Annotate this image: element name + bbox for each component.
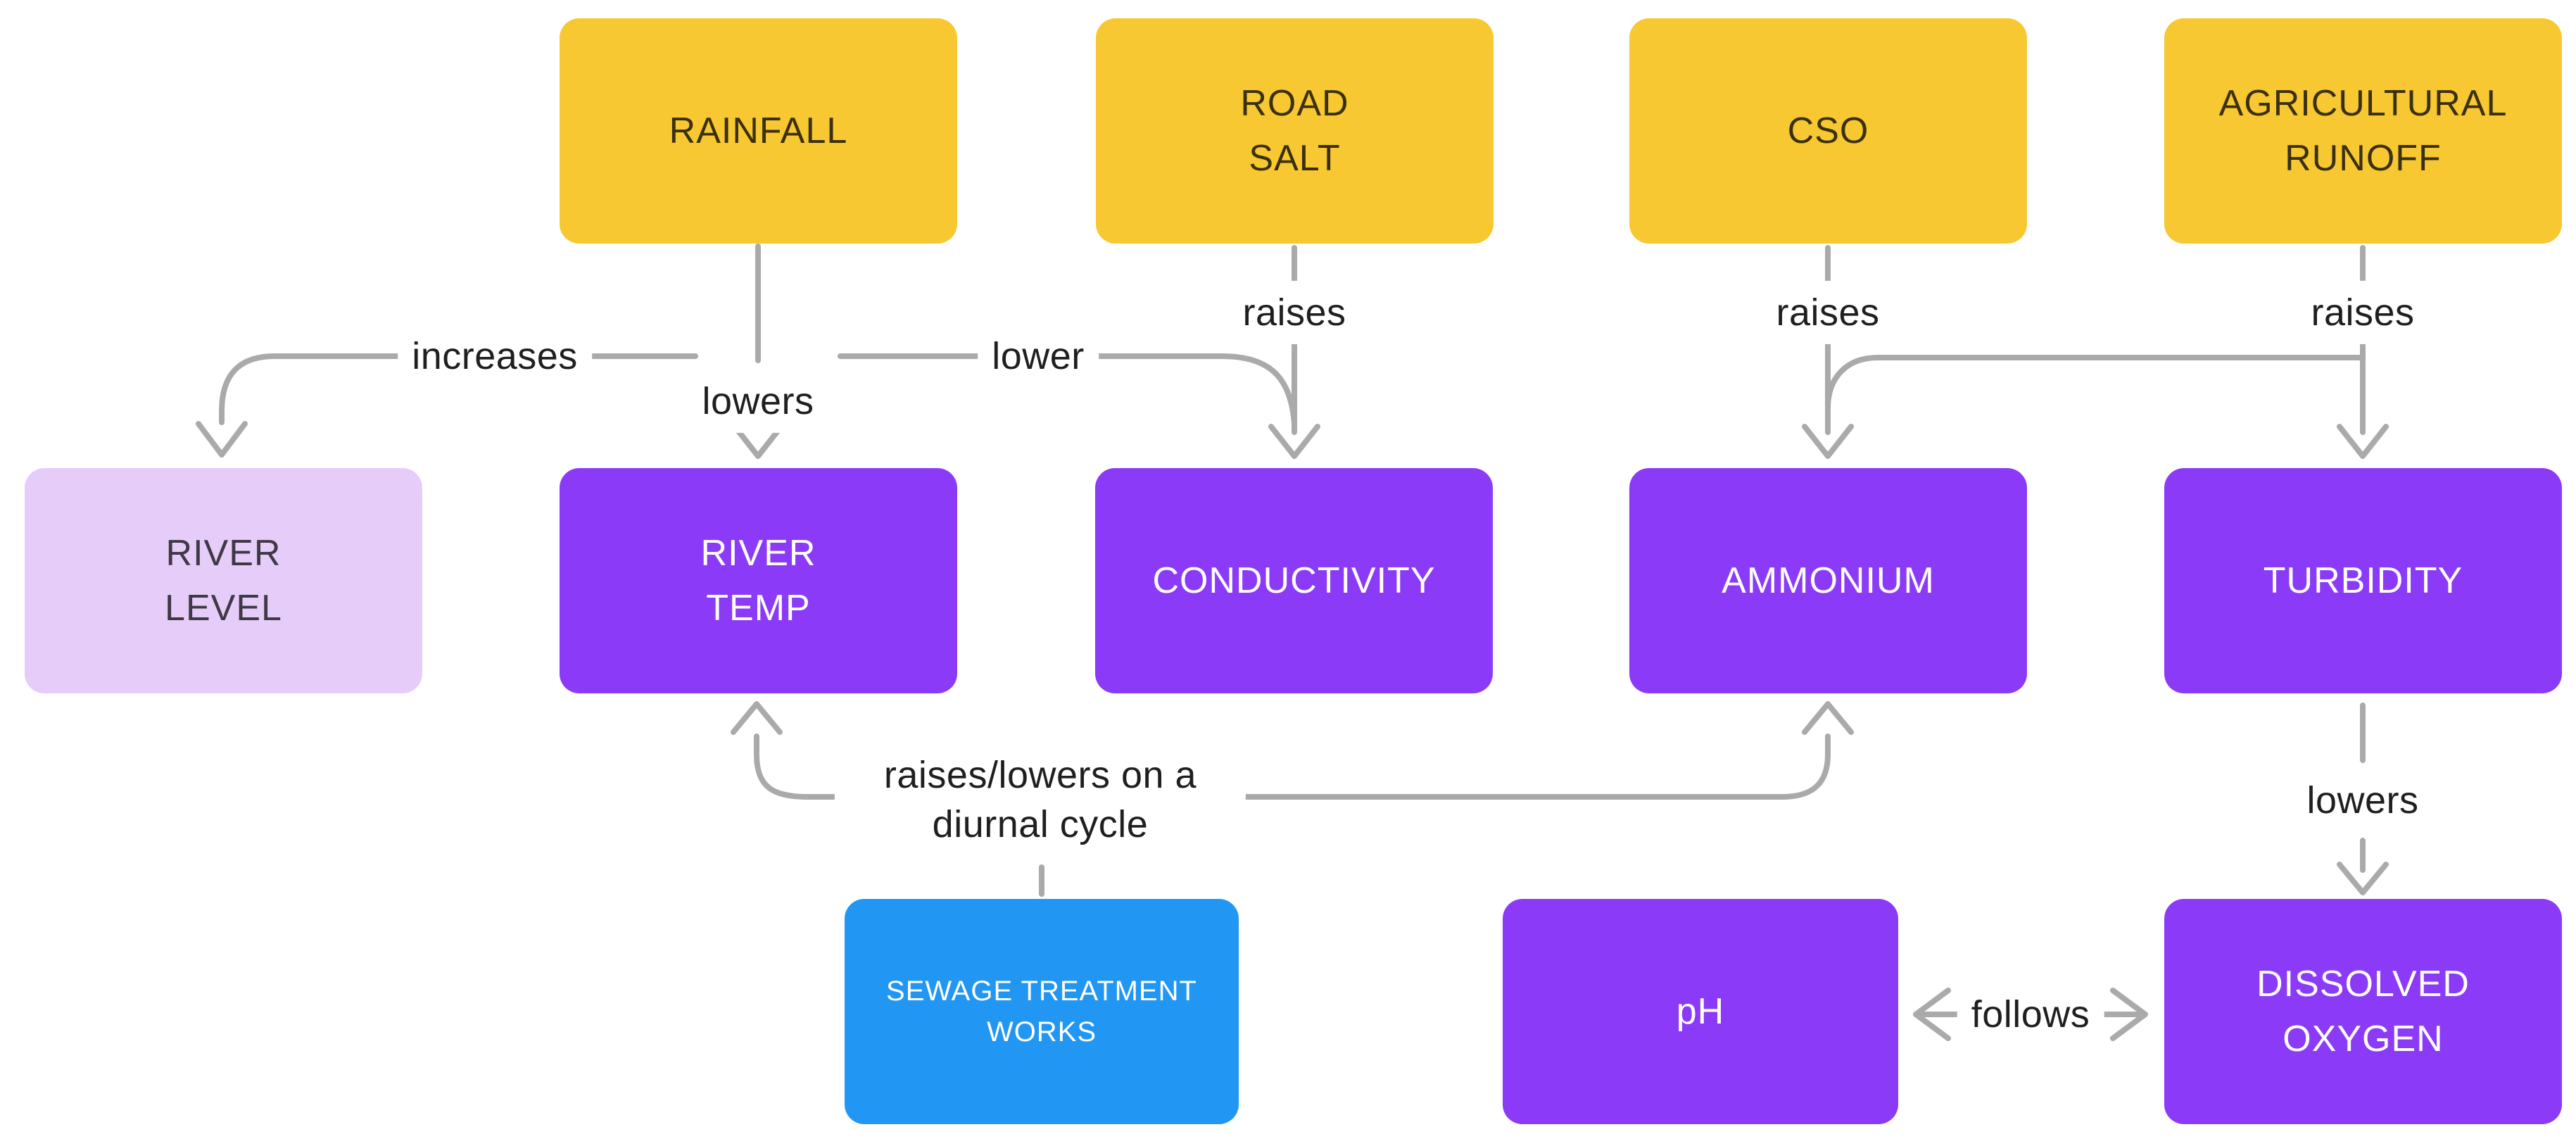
arrowhead-dissolved-oxygen [2337,862,2389,895]
node-rainfall: RAINFALL [560,18,957,244]
arrowhead-river-temp [732,424,784,459]
node-agricultural-runoff: AGRICULTURAL RUNOFF [2164,18,2562,244]
node-ph: pH [1503,899,1898,1124]
edge-label-lower: lower [978,324,1099,389]
node-conductivity: CONDUCTIVITY [1095,468,1493,693]
node-ammonium: AMMONIUM [1629,468,2027,693]
edge-label-diurnal-cycle: raises/lowers on a diurnal cycle [834,743,1246,857]
edge-sewage-river-temp-ammonium [754,733,1831,800]
node-road-salt: ROAD SALT [1096,18,1494,244]
edge-rainfall-river-level [219,353,698,425]
edge-label-raises-cso: raises [1762,280,1894,345]
node-cso: CSO [1629,18,2027,244]
node-sewage-treatment-works: SEWAGE TREATMENT WORKS [845,899,1239,1124]
edge-label-follows: follows [1957,982,2104,1047]
node-river-temp: RIVER TEMP [560,468,957,693]
edge-label-lowers-turbidity: lowers [2292,768,2433,833]
arrowhead-ammonium [1802,424,1854,459]
arrowhead-ph-left [1913,988,1951,1041]
arrowhead-turbidity [2337,424,2389,459]
node-dissolved-oxygen: DISSOLVED OXYGEN [2164,899,2562,1124]
edge-label-raises-road-salt: raises [1228,280,1360,345]
edge-label-raises-agricultural-runoff: raises [2297,280,2429,345]
arrowhead-ammonium-up [1802,701,1854,735]
arrowhead-river-temp-up [731,701,783,735]
edge-agricultural-runoff-ammonium [1825,355,2366,411]
arrowhead-river-level [196,421,248,458]
node-turbidity: TURBIDITY [2164,468,2562,693]
arrowhead-dissolved-oxygen-right [2110,988,2148,1041]
edge-label-increases: increases [398,324,592,389]
edge-label-lowers-rainfall: lowers [688,369,828,434]
node-river-level: RIVER LEVEL [25,468,422,693]
arrowhead-conductivity [1268,424,1320,459]
